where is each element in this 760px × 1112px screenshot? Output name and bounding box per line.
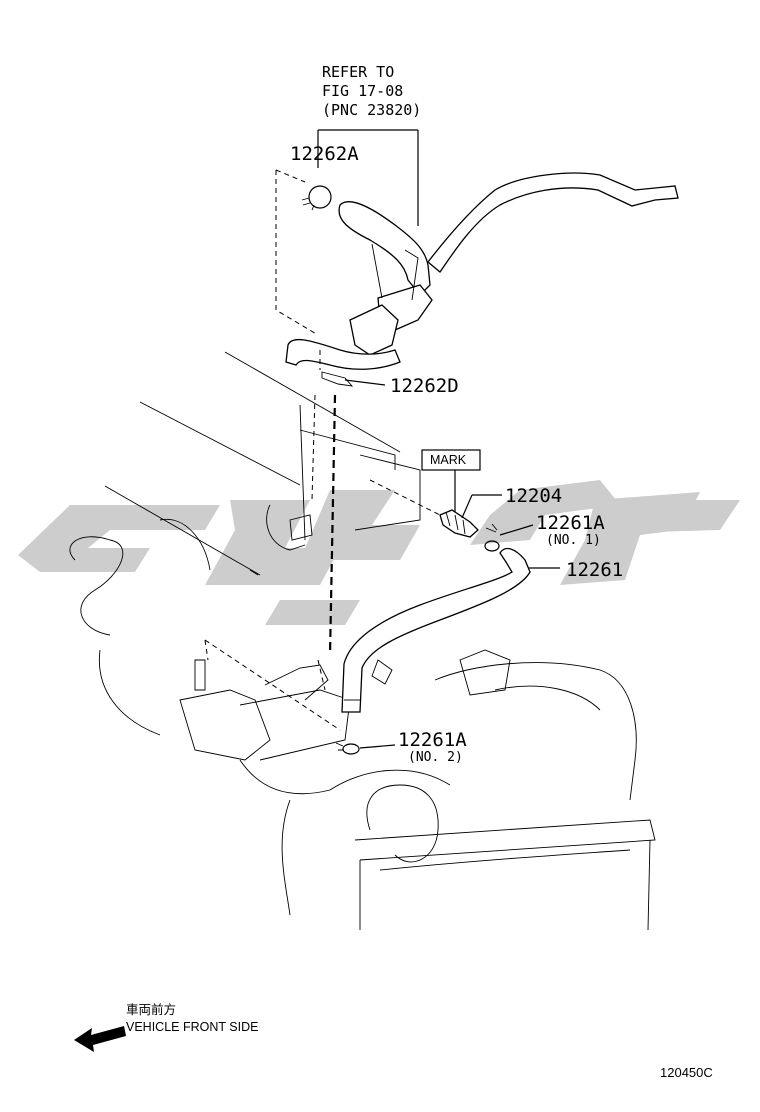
- mark-callout: MARK: [421, 449, 481, 471]
- clip-12261A-no2: [335, 742, 360, 755]
- clip-12262A: [301, 185, 332, 211]
- dashed-guides: [204, 169, 441, 731]
- reference-line-1: REFER TO: [322, 63, 394, 81]
- upper-hose-assembly: [285, 172, 679, 370]
- arrow-left-icon: [74, 1026, 126, 1052]
- reference-line-2: FIG 17-08: [322, 82, 403, 100]
- reference-line-3: (PNC 23820): [322, 101, 421, 119]
- vehicle-front-indicator: 車両前方 VEHICLE FRONT SIDE: [74, 1002, 258, 1052]
- label-12261A-no2-note: (NO. 2): [408, 750, 463, 765]
- watermark-logo: [18, 480, 740, 625]
- label-12261A-no1-note: (NO. 1): [546, 533, 601, 548]
- label-12261: 12261: [566, 559, 623, 581]
- label-12262D: 12262D: [390, 375, 459, 397]
- label-12261A-no2: 12261A: [398, 729, 467, 751]
- direction-english: VEHICLE FRONT SIDE: [126, 1020, 258, 1034]
- valve-12204: [439, 509, 479, 538]
- callout-leaders: [317, 129, 560, 749]
- label-12261A-no1: 12261A: [536, 512, 605, 534]
- hose-12261: [341, 547, 531, 713]
- clip-12261A-no1: [484, 523, 500, 552]
- label-12204: 12204: [505, 485, 562, 507]
- mark-label: MARK: [430, 453, 467, 467]
- direction-japanese: 車両前方: [126, 1002, 176, 1017]
- reference-note: REFER TO FIG 17-08 (PNC 23820): [322, 63, 421, 119]
- label-12262A: 12262A: [290, 143, 359, 165]
- bracket-12262D: [321, 371, 354, 387]
- figure-code: 120450C: [660, 1065, 713, 1080]
